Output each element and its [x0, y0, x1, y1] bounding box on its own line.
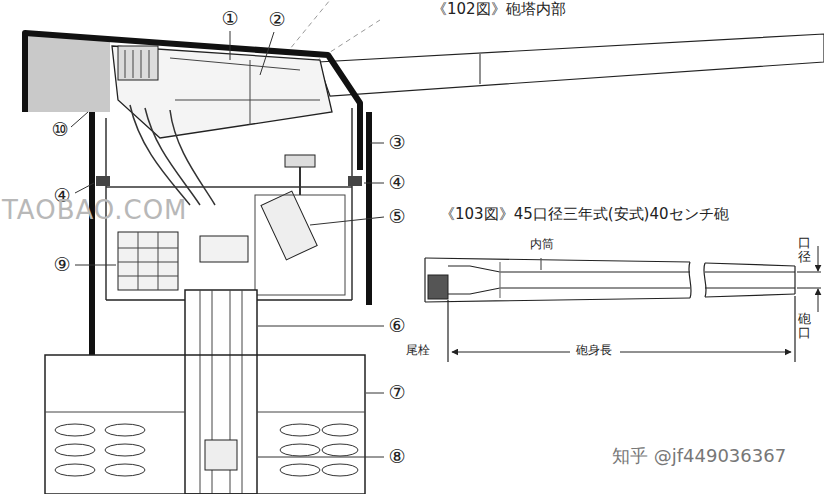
- dimension-label: 口径: [798, 236, 811, 265]
- callout-number: ③: [387, 132, 406, 154]
- callout-number: ⑧: [387, 446, 406, 468]
- figure-title: 《103図》45口径三年式(安式)40センチ砲: [438, 206, 731, 223]
- callout-number: ②: [267, 9, 286, 31]
- figure-title: 《102図》砲塔内部: [430, 1, 568, 18]
- dimension-label: 砲身長: [574, 344, 614, 358]
- part-name: 砲口: [798, 312, 811, 341]
- callout-number: ⑩: [50, 119, 69, 141]
- callout-number: ⑤: [387, 206, 406, 228]
- callout-number: ⑦: [387, 382, 406, 404]
- part-name: 尾栓: [404, 344, 432, 358]
- part-name: 内筒: [528, 238, 556, 252]
- callout-number: ⑨: [52, 254, 71, 276]
- watermark: TAOBAO.COM: [2, 196, 188, 226]
- callout-number: ①: [220, 8, 239, 30]
- watermark: 知乎 @jf449036367: [612, 446, 786, 467]
- callout-number: ⑥: [387, 315, 406, 337]
- callout-number: ④: [387, 172, 406, 194]
